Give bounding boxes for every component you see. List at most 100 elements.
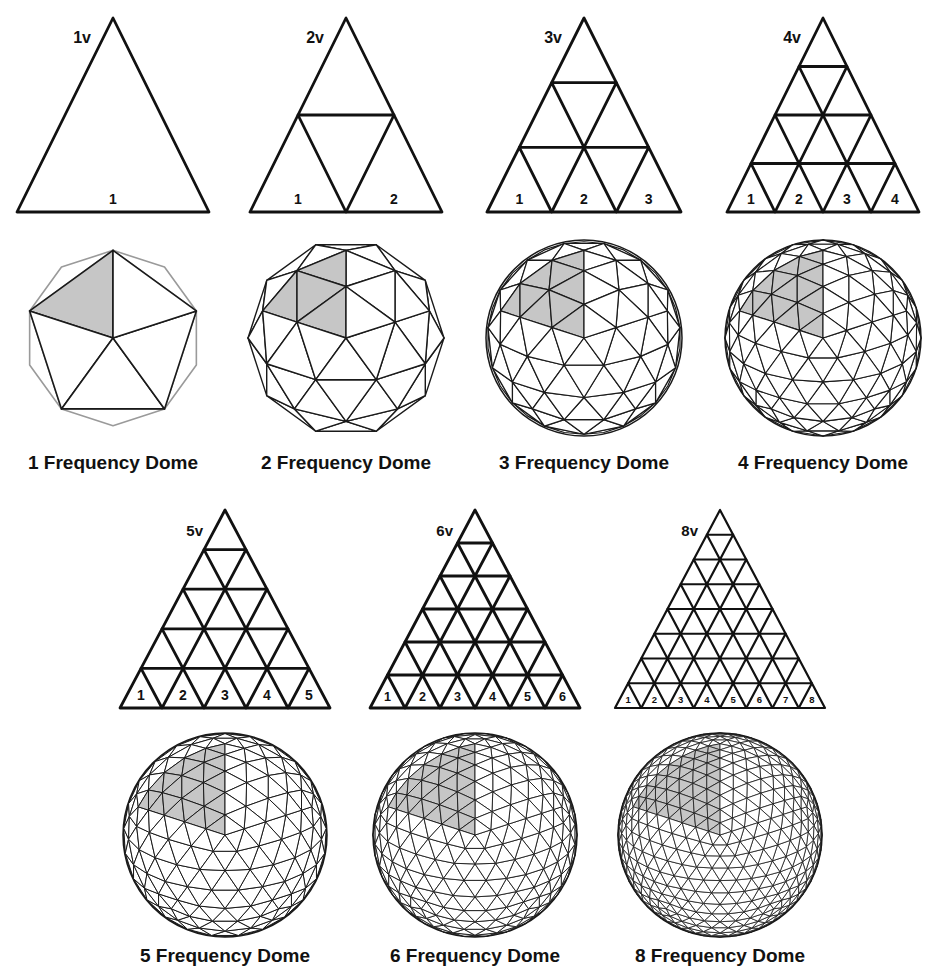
triangle-segment xyxy=(298,18,394,115)
triangle-segment xyxy=(204,668,246,708)
triangle-segment xyxy=(250,115,346,212)
dome-caption: 1 Frequency Dome xyxy=(28,453,198,472)
dome-facet xyxy=(475,895,497,910)
dome-facet xyxy=(697,867,712,880)
subdivided-triangle xyxy=(17,18,209,212)
triangle-segment xyxy=(528,642,563,675)
triangle-segment xyxy=(786,659,812,684)
dome-caption: 4 Frequency Dome xyxy=(738,453,908,472)
dome-facet xyxy=(688,878,703,891)
triangle-segment xyxy=(759,659,785,684)
dome-facet xyxy=(542,795,554,813)
segment-number: 1 xyxy=(137,688,145,702)
segment-number: 3 xyxy=(843,192,851,206)
dome-ground xyxy=(725,240,921,436)
segment-number: 2 xyxy=(652,695,657,705)
segment-number: 6 xyxy=(757,695,762,705)
dome-outline xyxy=(123,733,327,937)
triangle-segment xyxy=(681,609,707,634)
dome-ground xyxy=(373,733,577,937)
geodesic-dome xyxy=(486,240,682,436)
segment-number: 1 xyxy=(109,192,117,206)
triangle-segment xyxy=(120,668,162,708)
dome-facet xyxy=(200,869,225,890)
triangle-segment xyxy=(204,589,246,629)
triangle-segment xyxy=(654,609,680,634)
triangle-segment xyxy=(346,115,442,212)
triangle-segment xyxy=(799,683,825,708)
geodesic-dome xyxy=(618,733,822,937)
dome-facet xyxy=(793,786,801,798)
dome-facet xyxy=(809,358,838,382)
segment-number: 4 xyxy=(704,695,709,705)
triangle-segment xyxy=(204,510,246,550)
dome-facet xyxy=(720,856,735,868)
dome-facet xyxy=(648,284,667,318)
dome-facet xyxy=(213,734,237,739)
triangle-segment xyxy=(847,115,895,164)
segment-number: 4 xyxy=(891,192,899,206)
dome-facet xyxy=(728,867,743,880)
dome-facet xyxy=(464,911,486,922)
dome-facet xyxy=(464,880,486,897)
dome-facet xyxy=(893,291,906,316)
dome-facet xyxy=(720,903,737,913)
triangle-segment xyxy=(458,576,493,609)
dome-facet xyxy=(387,809,397,827)
dome-facet xyxy=(703,903,720,913)
dome-facet xyxy=(823,313,846,338)
dome-facet xyxy=(464,929,486,935)
triangle-segment xyxy=(552,147,617,212)
dome-facet xyxy=(475,863,496,880)
segment-number: 2 xyxy=(390,192,398,206)
dome-facet xyxy=(712,914,728,922)
frequency-label: 4v xyxy=(783,30,801,46)
segment-number: 5 xyxy=(524,691,531,704)
triangle-segment xyxy=(475,543,510,576)
dome-facet xyxy=(465,735,484,739)
triangle-segment xyxy=(759,609,785,634)
dome-caption: 8 Frequency Dome xyxy=(635,946,805,965)
dome-facet xyxy=(286,793,302,816)
triangle-segment xyxy=(775,164,823,213)
dome-facet xyxy=(212,890,239,908)
dome-facet xyxy=(584,304,616,338)
dome-facet xyxy=(508,805,526,824)
dome-ground xyxy=(618,733,822,937)
segment-number: 3 xyxy=(454,691,461,704)
triangle-segment xyxy=(510,675,545,708)
dome-caption: 3 Frequency Dome xyxy=(499,453,669,472)
dome-facet xyxy=(639,786,647,798)
triangle-segment xyxy=(681,560,707,585)
triangle-segment xyxy=(733,659,759,684)
triangle-segment xyxy=(162,668,204,708)
dome-facet xyxy=(626,819,632,832)
dome-facet xyxy=(712,893,729,905)
triangle-segment xyxy=(405,675,440,708)
dome-facet xyxy=(712,928,728,933)
dome-facet xyxy=(732,818,745,831)
triangle-segment xyxy=(246,589,288,629)
triangle-segment xyxy=(707,560,733,585)
triangle-segment xyxy=(720,584,746,609)
triangle-segment xyxy=(628,659,654,684)
triangle-segment xyxy=(694,584,720,609)
triangle-segment xyxy=(773,683,799,708)
dome-facet xyxy=(453,895,475,910)
triangle-segment xyxy=(751,115,799,164)
dome-outline xyxy=(486,240,682,436)
dome-facet xyxy=(395,271,429,323)
subdivided-triangle xyxy=(120,510,330,708)
dome-facet xyxy=(638,811,647,825)
triangle-segment xyxy=(423,576,458,609)
dome-facet xyxy=(212,921,237,931)
triangle-segment xyxy=(17,18,209,212)
segment-number: 2 xyxy=(580,192,588,206)
segment-number: 3 xyxy=(678,695,683,705)
dome-facet xyxy=(265,798,285,822)
triangle-segment xyxy=(288,668,330,708)
geodesic-dome xyxy=(30,250,197,425)
triangle-segment xyxy=(370,675,405,708)
triangle-segment xyxy=(487,147,552,212)
